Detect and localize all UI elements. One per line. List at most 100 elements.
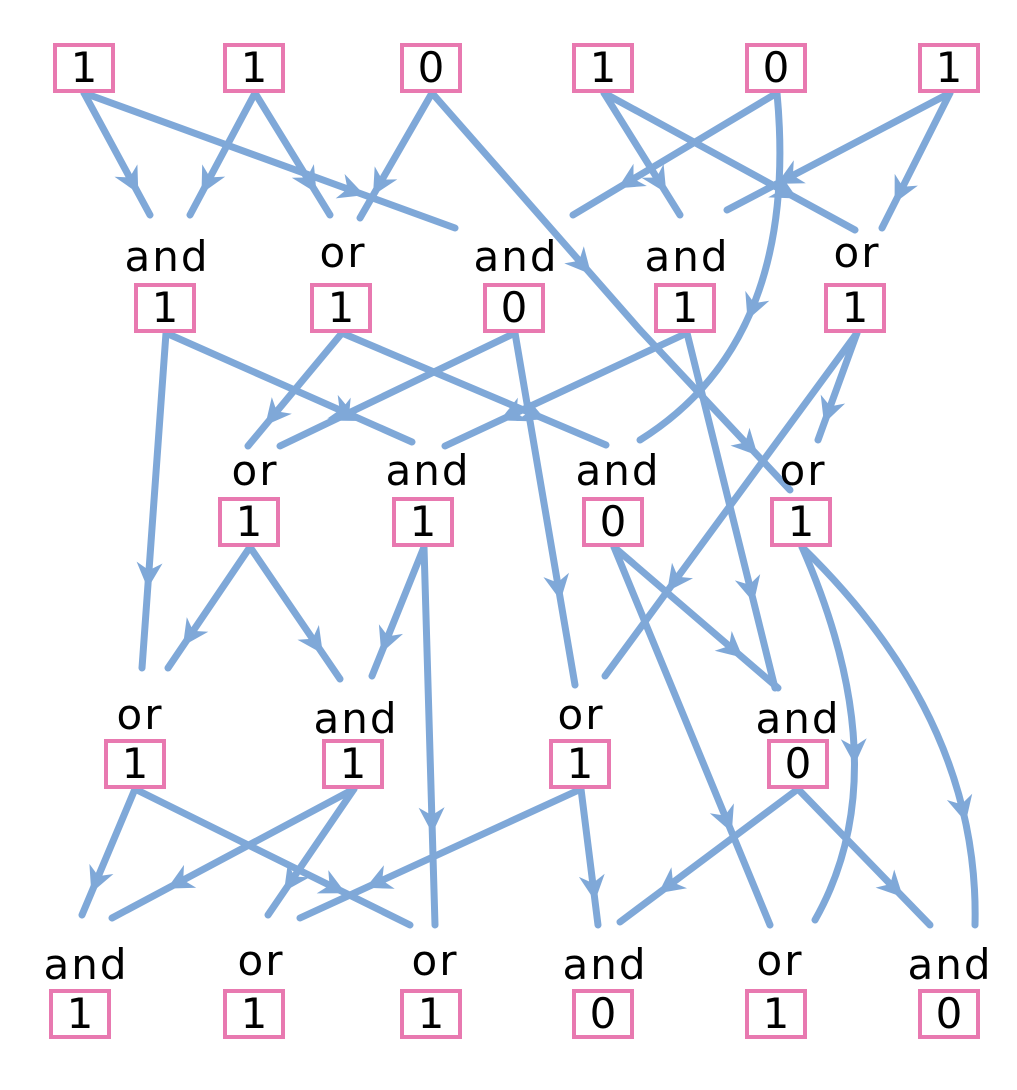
gate-output-box: 1 bbox=[223, 989, 285, 1039]
gate-output-box: 1 bbox=[218, 497, 280, 547]
edge-arrowhead bbox=[714, 631, 743, 658]
edge-line bbox=[251, 89, 334, 219]
edge-arrowhead bbox=[820, 394, 846, 424]
edge-line bbox=[794, 785, 934, 929]
edge-arrowhead bbox=[373, 166, 398, 196]
gate-label: and bbox=[562, 940, 648, 989]
edge-arrowhead bbox=[564, 246, 592, 275]
edge-line bbox=[577, 785, 602, 929]
gate-output-box: 1 bbox=[770, 497, 832, 547]
edge-line bbox=[428, 89, 644, 334]
gate-output-box: 1 bbox=[392, 497, 454, 547]
edge-arrowhead bbox=[875, 869, 903, 898]
edge-arrowhead bbox=[201, 164, 226, 194]
gate-output-box: 1 bbox=[322, 739, 384, 789]
edge-arrowhead bbox=[136, 561, 163, 589]
edge-line bbox=[511, 329, 579, 689]
gate-output-box: 1 bbox=[745, 989, 807, 1039]
edge-line bbox=[264, 785, 358, 919]
edge-line bbox=[368, 543, 428, 680]
edge-line bbox=[78, 785, 139, 919]
edge-line bbox=[600, 89, 684, 219]
edge-line bbox=[441, 329, 691, 450]
input-box: 1 bbox=[223, 43, 285, 93]
gate-label: or bbox=[833, 228, 881, 277]
edge-arrowhead bbox=[840, 738, 867, 765]
gate-output-box: 0 bbox=[582, 497, 644, 547]
edge-arrowhead bbox=[332, 397, 362, 421]
edge-arrowhead bbox=[709, 803, 734, 833]
edge-arrowhead bbox=[284, 862, 310, 892]
edge-arrowhead bbox=[776, 160, 806, 184]
edge-line bbox=[276, 329, 519, 450]
edge-line bbox=[108, 785, 358, 922]
edge-line bbox=[636, 326, 794, 494]
edge-arrowhead bbox=[543, 572, 569, 601]
gate-output-box: 0 bbox=[572, 989, 634, 1039]
edge-line bbox=[296, 785, 585, 922]
edge-line bbox=[814, 329, 861, 444]
edge-line bbox=[186, 89, 259, 219]
gate-label: or bbox=[779, 446, 827, 495]
edge-line bbox=[338, 329, 610, 449]
edge-arrowhead bbox=[946, 793, 973, 823]
input-box: 0 bbox=[400, 43, 462, 93]
gate-output-box: 1 bbox=[654, 283, 716, 333]
gate-output-box: 1 bbox=[134, 283, 196, 333]
edge-line bbox=[723, 89, 954, 214]
edge-line bbox=[600, 89, 859, 234]
gate-output-box: 1 bbox=[400, 989, 462, 1039]
edge-arrowhead bbox=[378, 624, 403, 654]
edge-arrowhead bbox=[365, 865, 395, 889]
gate-label: or bbox=[411, 936, 459, 985]
edge-line bbox=[162, 329, 416, 446]
input-box: 1 bbox=[53, 43, 115, 93]
gate-label: or bbox=[319, 228, 367, 277]
edge-line bbox=[569, 89, 781, 219]
edge-arrowhead bbox=[265, 397, 292, 426]
edge-arrowhead bbox=[167, 864, 197, 889]
gate-label: or bbox=[116, 690, 164, 739]
edge-arrowhead bbox=[578, 873, 605, 902]
edge-arrowhead bbox=[730, 427, 758, 456]
edge-arrowhead bbox=[641, 164, 667, 193]
edge-arrowhead bbox=[734, 574, 761, 603]
edge-line bbox=[246, 543, 344, 683]
edge-arrowhead bbox=[114, 164, 139, 194]
gate-label: or bbox=[231, 446, 279, 495]
gate-label: and bbox=[313, 694, 399, 743]
edge-line bbox=[616, 785, 802, 926]
edge-curve bbox=[798, 543, 979, 929]
gate-label: and bbox=[755, 694, 841, 743]
edge-arrowhead bbox=[418, 807, 445, 834]
gate-output-box: 1 bbox=[310, 283, 372, 333]
gate-output-box: 0 bbox=[483, 283, 545, 333]
edge-arrowhead bbox=[894, 173, 918, 203]
edge-line bbox=[244, 329, 346, 450]
edge-arrowhead bbox=[297, 625, 323, 654]
edge-line bbox=[164, 543, 254, 672]
edge-line bbox=[610, 543, 774, 929]
gate-label: and bbox=[907, 940, 993, 989]
edge-line bbox=[80, 89, 154, 219]
gate-label: or bbox=[237, 936, 285, 985]
edge-arrowhead bbox=[745, 290, 770, 320]
gate-output-box: 0 bbox=[918, 989, 980, 1039]
gate-label: and bbox=[43, 940, 129, 989]
gate-output-box: 1 bbox=[49, 989, 111, 1039]
gate-output-box: 1 bbox=[549, 739, 611, 789]
edge-arrowhead bbox=[335, 174, 365, 199]
edge-line bbox=[420, 543, 439, 929]
edge-arrowhead bbox=[89, 863, 114, 893]
edge-arrowhead bbox=[182, 617, 209, 646]
gate-label: or bbox=[557, 690, 605, 739]
edge-line bbox=[878, 89, 954, 232]
edge-line bbox=[356, 89, 436, 222]
gate-label: and bbox=[575, 446, 661, 495]
gate-label: and bbox=[124, 232, 210, 281]
gate-label: and bbox=[644, 232, 730, 281]
input-box: 0 bbox=[745, 43, 807, 93]
edge-arrowhead bbox=[291, 164, 317, 193]
